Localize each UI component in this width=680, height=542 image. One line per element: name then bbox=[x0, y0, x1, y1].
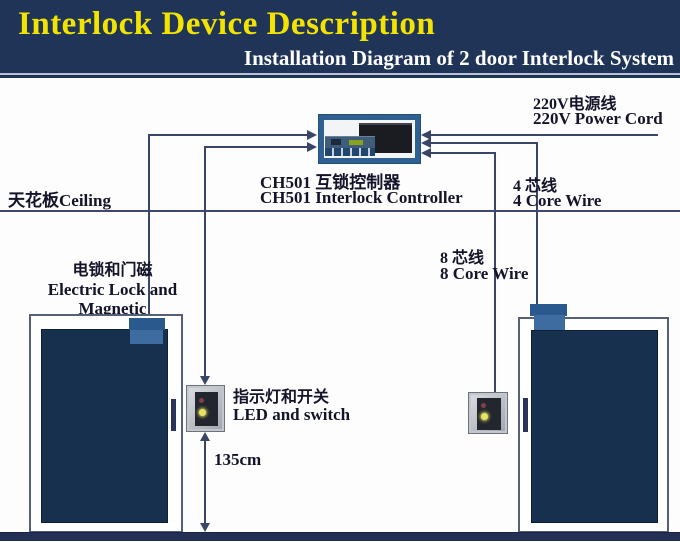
lock-label-block: 电锁和门磁 Electric Lock and Magnetic bbox=[30, 256, 195, 318]
arrow-up-icon bbox=[200, 432, 210, 441]
controller-pcb bbox=[325, 136, 375, 156]
arrow-down-icon bbox=[200, 376, 210, 385]
led-yellow-icon bbox=[199, 409, 206, 416]
right-door bbox=[531, 330, 658, 523]
power-label-en: 220V Power Cord bbox=[533, 109, 663, 128]
pcb-chip bbox=[349, 140, 363, 145]
left-door-handle bbox=[171, 399, 176, 431]
wire-left-lock-horizontal bbox=[149, 134, 307, 136]
wire-left-led-vertical bbox=[204, 146, 206, 376]
lock-label-cn: 电锁和门磁 bbox=[72, 262, 153, 279]
power-label-cn: 220V电源线 bbox=[533, 96, 617, 113]
right-lock-magnet bbox=[530, 304, 567, 316]
floor-line bbox=[0, 532, 680, 541]
ceiling-line bbox=[0, 210, 680, 212]
led-yellow-icon bbox=[481, 413, 488, 420]
lock-label-en-1: Electric Lock and bbox=[47, 280, 178, 299]
wire8-label-cn: 8 芯线 bbox=[440, 250, 485, 267]
mount-height-label: 135cm bbox=[214, 450, 262, 469]
arrow-right-icon bbox=[307, 142, 317, 152]
wire4-label-cn: 4 芯线 bbox=[513, 178, 558, 195]
arrow-left-icon bbox=[421, 130, 431, 140]
wire-left-led-horizontal bbox=[205, 146, 307, 148]
wire-4core-horizontal bbox=[431, 142, 538, 144]
left-lock-plate bbox=[130, 330, 163, 344]
led-switch-device bbox=[186, 385, 225, 432]
lock-label-en-2: Magnetic bbox=[78, 299, 147, 318]
pcb-terminals bbox=[325, 148, 375, 156]
arrow-right-icon bbox=[307, 130, 317, 140]
card-reader-device bbox=[468, 392, 508, 434]
card-reader-panel bbox=[477, 398, 501, 430]
right-lock-plate bbox=[534, 315, 565, 330]
led-switch-panel bbox=[195, 392, 218, 426]
left-door bbox=[41, 329, 168, 523]
arrow-left-icon bbox=[421, 138, 431, 148]
wire-power-horizontal bbox=[431, 134, 658, 136]
arrow-down-icon bbox=[200, 523, 210, 532]
dimension-line bbox=[204, 441, 206, 523]
wire-left-lock-vertical bbox=[148, 134, 150, 317]
wire4-label-en: 4 Core Wire bbox=[513, 191, 602, 210]
led-red-icon bbox=[481, 403, 486, 408]
header-divider bbox=[0, 73, 680, 75]
wire-4core-vertical bbox=[536, 142, 538, 304]
controller-box bbox=[318, 114, 421, 164]
controller-label-cn: CH501 互锁控制器 bbox=[260, 173, 401, 192]
left-lock-magnet bbox=[129, 318, 165, 330]
controller-photo bbox=[324, 120, 415, 158]
arrow-left-icon bbox=[421, 148, 431, 158]
header-band: Interlock Device Description Installatio… bbox=[0, 0, 680, 78]
pcb-chip bbox=[331, 139, 341, 145]
wire-8core-vertical bbox=[494, 152, 496, 392]
wire-8core-horizontal bbox=[431, 152, 495, 154]
led-label-cn: 指示灯和开关 bbox=[233, 389, 330, 406]
ceiling-label: 天花板Ceiling bbox=[8, 191, 111, 210]
right-door-handle bbox=[523, 398, 528, 432]
page-subtitle: Installation Diagram of 2 door Interlock… bbox=[243, 46, 674, 70]
page-title: Interlock Device Description bbox=[18, 6, 436, 42]
controller-label-en: CH501 Interlock Controller bbox=[260, 188, 463, 207]
led-red-icon bbox=[199, 398, 204, 403]
led-label-en: LED and switch bbox=[233, 405, 351, 424]
wire8-label-en: 8 Core Wire bbox=[440, 264, 529, 283]
